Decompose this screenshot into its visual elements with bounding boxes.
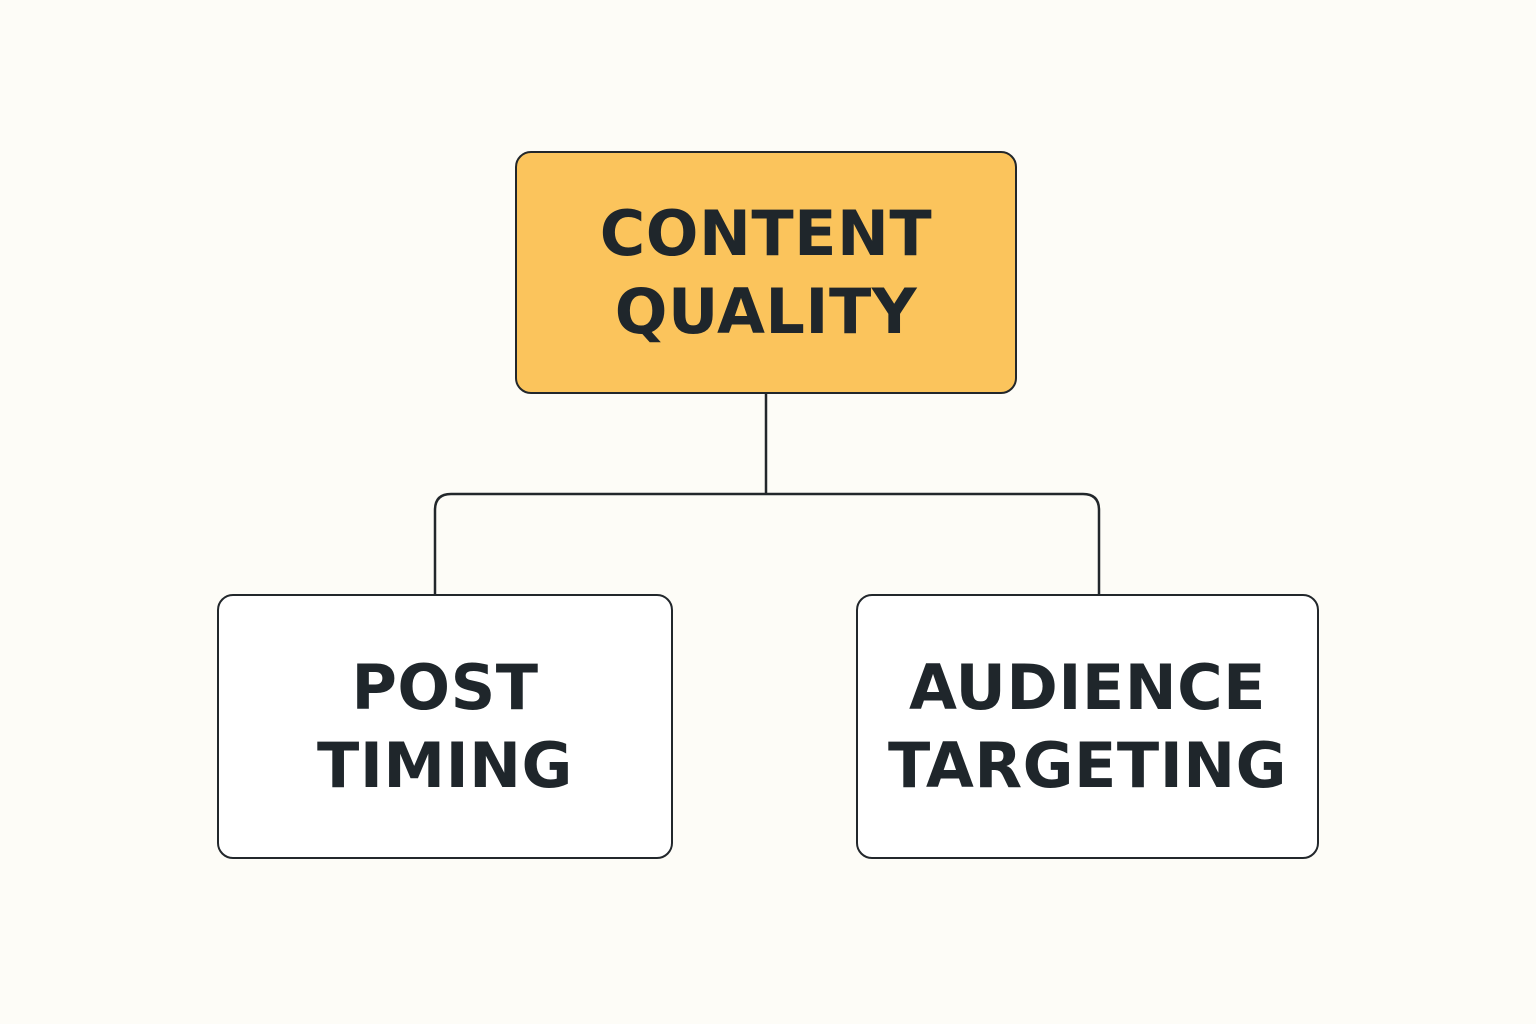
connector-branch-bar xyxy=(433,492,1101,594)
child-node-audience-targeting: AUDIENCE TARGETING xyxy=(856,594,1319,859)
root-node-label: CONTENT QUALITY xyxy=(600,195,932,350)
child-node-audience-targeting-line-2: TARGETING xyxy=(887,728,1288,802)
root-node-label-line-2: QUALITY xyxy=(614,274,918,348)
root-node-label-line-1: CONTENT xyxy=(599,197,933,270)
child-node-audience-targeting-line-1: AUDIENCE xyxy=(908,651,1267,724)
child-node-post-timing-label: POST TIMING xyxy=(317,649,573,804)
child-node-post-timing-line-1: POST xyxy=(351,651,539,724)
child-node-post-timing-line-2: TIMING xyxy=(317,728,573,802)
root-node-content-quality: CONTENT QUALITY xyxy=(515,151,1017,394)
child-node-post-timing: POST TIMING xyxy=(217,594,673,859)
child-node-audience-targeting-label: AUDIENCE TARGETING xyxy=(888,649,1287,804)
